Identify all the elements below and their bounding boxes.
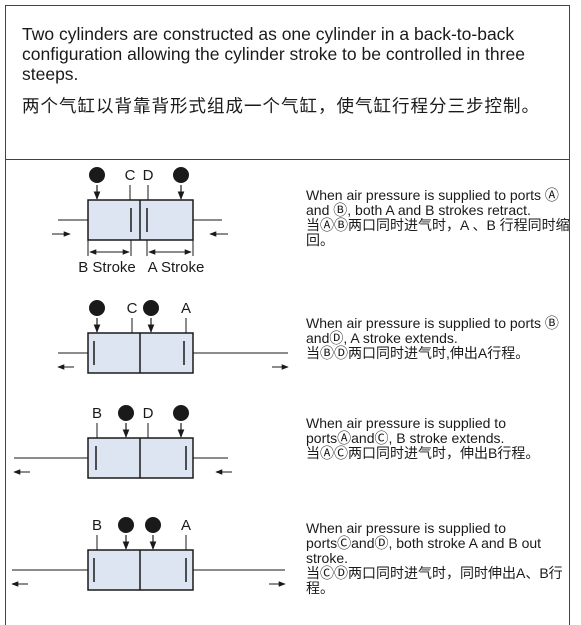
state-3-port-c-marker [118,405,134,421]
state-1-port-a: A [177,169,185,183]
state-2-description: When air pressure is supplied to ports Ⓑ… [306,316,576,361]
state-2-port-c: C [127,300,138,317]
state-1-port-d: D [143,167,154,184]
state-3-description: When air pressure is supplied to portsⒶa… [306,416,576,461]
state-1-description: When air pressure is supplied to ports Ⓐ… [306,188,576,248]
intro-chinese: 两个气缸以背靠背形式组成一个气缸，使气缸行程分三步控制。 [22,96,540,116]
state-4-port-b: B [92,517,102,534]
state-2-chinese: 当ⒷⒹ两口同时进气时,伸出A行程。 [306,345,530,361]
a-stroke-label: A Stroke [148,259,205,276]
section-divider [5,159,570,160]
state-3-port-b: B [92,405,102,422]
state-4-port-a: A [181,517,191,534]
content-frame [5,5,570,625]
state-2-english: When air pressure is supplied to ports Ⓑ… [306,315,559,346]
state-3-port-a: A [177,407,185,421]
state-2-port-b: B [93,302,101,316]
state-4-port-d-marker [145,517,161,533]
state-2-port-a: A [181,300,191,317]
state-3-chinese: 当ⒶⒸ两口同时进气时，伸出B行程。 [306,445,540,461]
state-1-port-b-marker [89,167,105,183]
intro-english: Two cylinders are constructed as one cyl… [22,24,525,84]
b-stroke-label: B Stroke [78,259,136,276]
state-3-english: When air pressure is supplied to portsⒶa… [306,415,506,446]
state-2-port-d-marker [143,300,159,316]
state-4-port-c: C [122,519,131,533]
state-4-english: When air pressure is supplied to portsⒸa… [306,520,542,566]
state-3-port-c: C [122,407,131,421]
state-4-chinese: 当ⒸⒹ两口同时进气时，同时伸出A、B行程。 [306,565,563,596]
state-3-port-a-marker [173,405,189,421]
state-2-port-d: D [147,302,156,316]
state-1-chinese: 当ⒶⒷ两口同时进气时，A 、B 行程同时缩回。 [306,217,570,248]
state-3-port-d: D [143,405,154,422]
state-1-port-b: B [93,169,101,183]
state-4-description: When air pressure is supplied to portsⒸa… [306,521,576,596]
state-2-port-b-marker [89,300,105,316]
state-1-port-a-marker [173,167,189,183]
state-4-port-c-marker [118,517,134,533]
state-1-english: When air pressure is supplied to ports Ⓐ… [306,187,559,218]
state-1-port-c: C [125,167,136,184]
state-4-port-d: D [149,519,158,533]
